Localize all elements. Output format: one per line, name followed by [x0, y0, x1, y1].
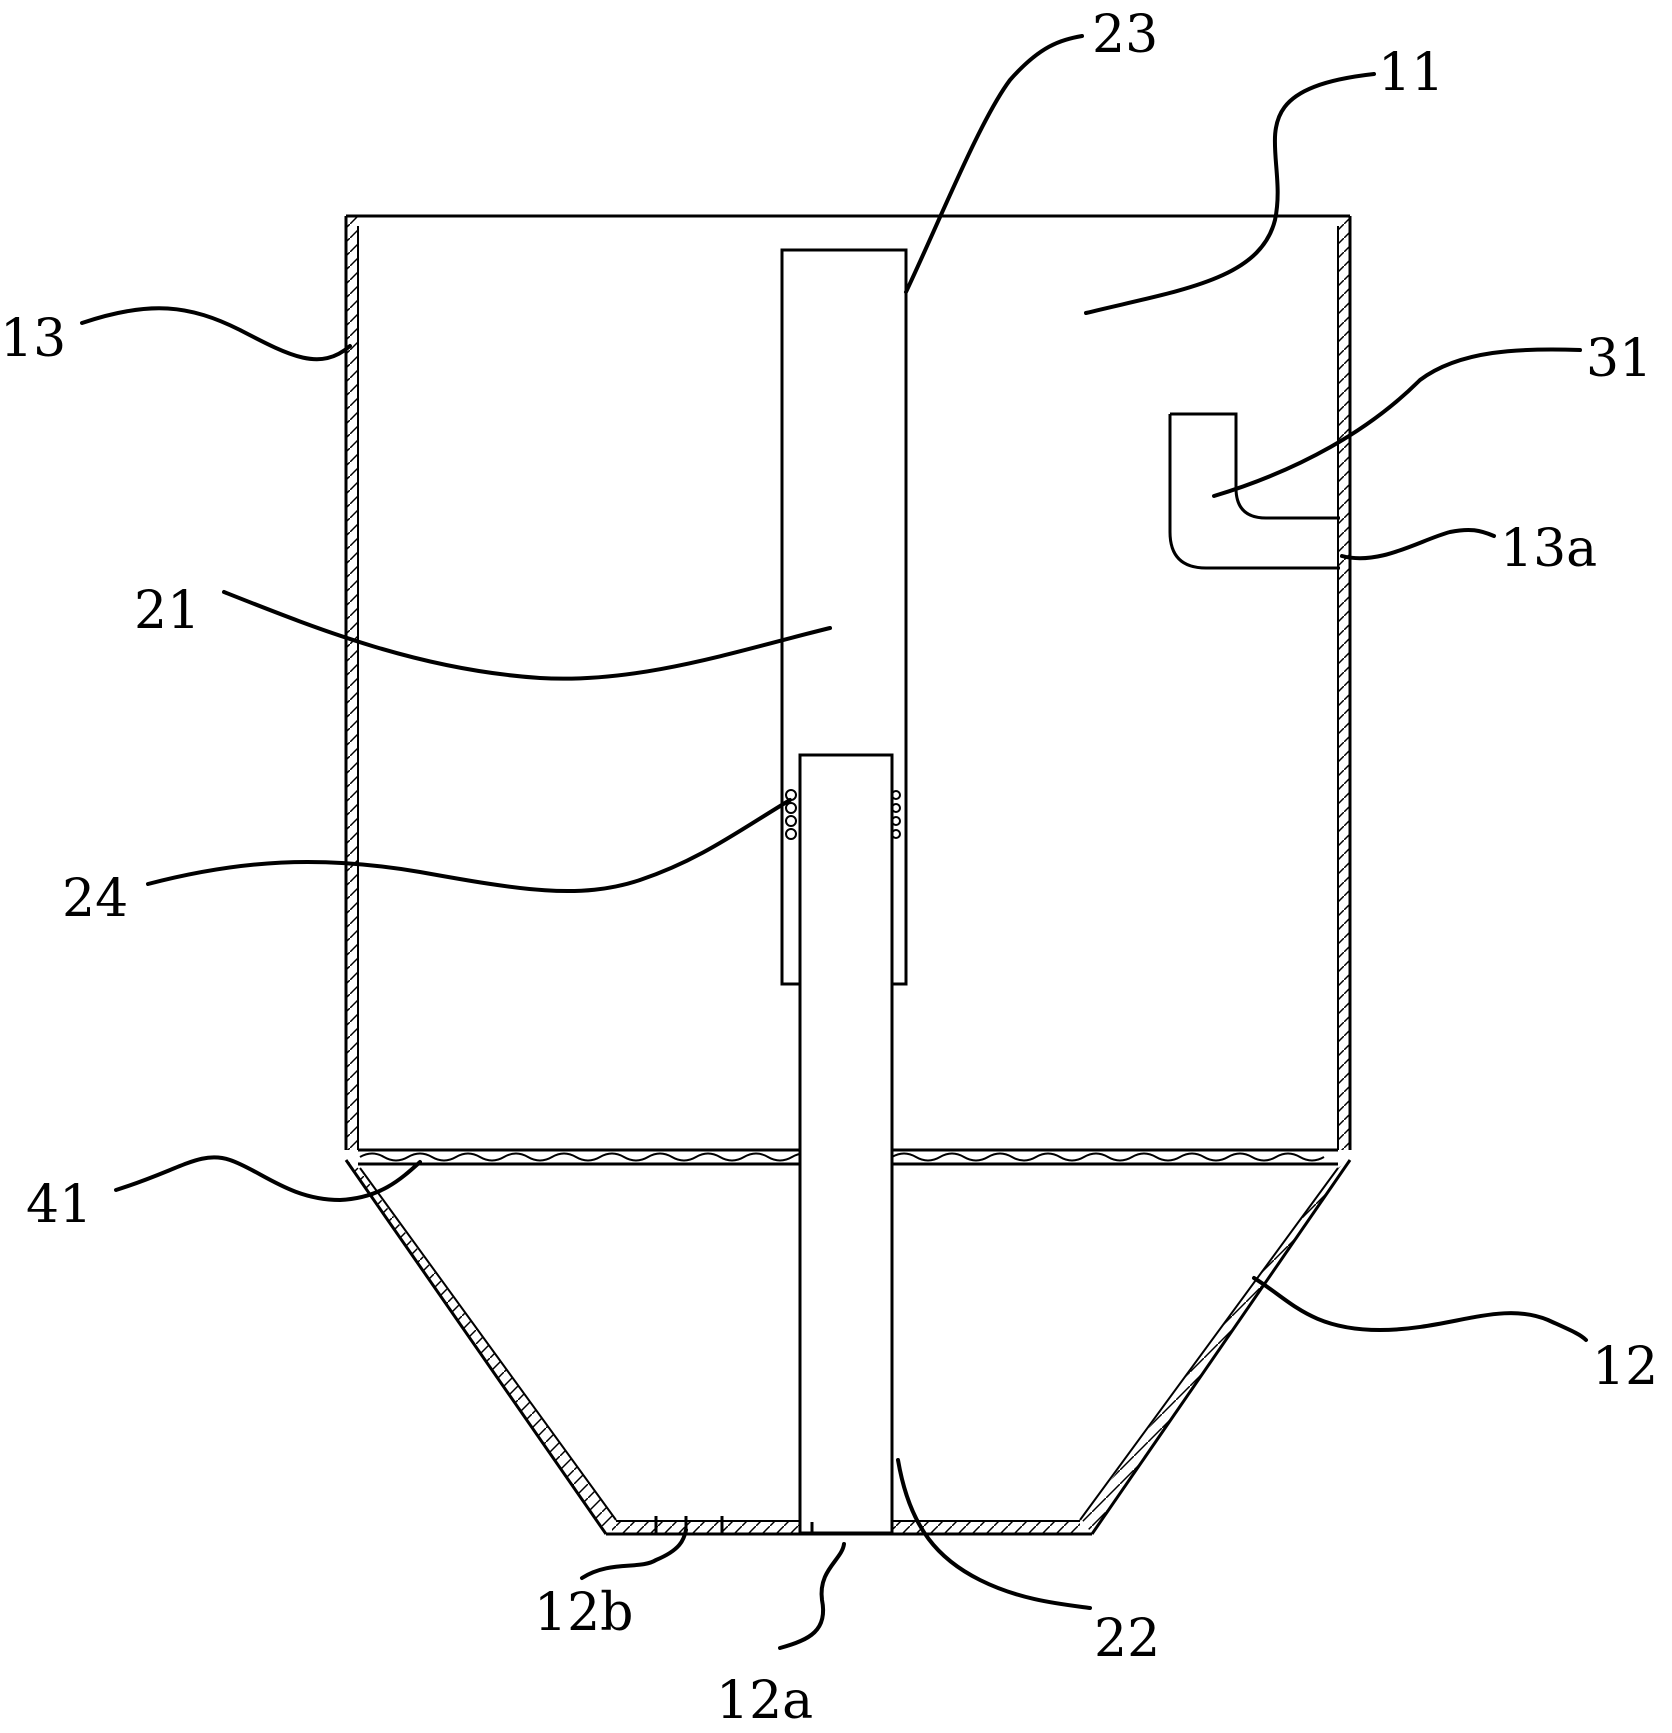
label-23: 23: [1092, 5, 1158, 65]
right-wall: [1337, 216, 1352, 1150]
label-24: 24: [62, 869, 128, 929]
label-22: 22: [1094, 1609, 1160, 1669]
label-41: 41: [26, 1175, 92, 1235]
label-12a: 12a: [716, 1671, 813, 1728]
leader-13a: [1340, 527, 1496, 561]
lower-tube: [798, 753, 894, 1535]
leader-12a: [778, 1542, 846, 1650]
label-31: 31: [1586, 329, 1652, 389]
leader-12: [1252, 1276, 1588, 1342]
elbow-pipe: [1168, 412, 1340, 570]
cone-right: [1079, 1159, 1352, 1535]
cone-left: [344, 1159, 617, 1535]
leader-13: [80, 306, 352, 362]
leader-22: [896, 1458, 1092, 1610]
leader-21: [222, 590, 832, 681]
label-12: 12: [1592, 1337, 1658, 1397]
label-13a: 13a: [1500, 519, 1597, 579]
leader-11: [1084, 72, 1376, 315]
label-13: 13: [0, 309, 66, 369]
left-wall: [344, 216, 359, 1150]
leader-31: [1212, 347, 1582, 498]
seal-rings: [785, 789, 901, 840]
label-21: 21: [134, 581, 200, 641]
leader-23: [904, 34, 1084, 294]
leader-41: [114, 1155, 422, 1203]
label-12b: 12b: [534, 1583, 633, 1643]
leader-12b: [580, 1528, 688, 1580]
label-11: 11: [1378, 43, 1444, 103]
leader-24: [146, 798, 792, 894]
